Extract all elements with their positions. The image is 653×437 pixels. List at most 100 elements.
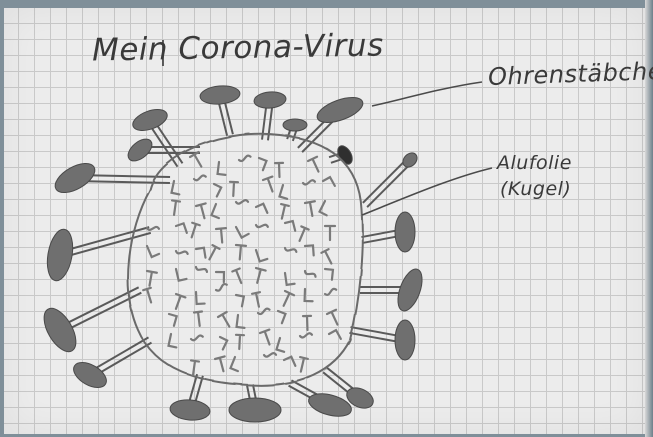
surface-squiggle	[279, 291, 294, 308]
surface-squiggle	[239, 155, 251, 162]
surface-squiggle	[256, 223, 268, 228]
surface-squiggle	[323, 177, 335, 190]
surface-squiggle	[206, 245, 220, 261]
surface-squiggle	[169, 334, 179, 347]
surface-squiggle	[252, 292, 263, 307]
spike-head	[395, 212, 415, 252]
surface-squiggle	[324, 269, 333, 280]
surface-squiggle	[216, 337, 228, 349]
label-alufolie: Alufolie	[497, 152, 572, 174]
surface-squiggle	[236, 223, 249, 237]
surface-squiggle	[305, 245, 314, 256]
surface-squiggle	[176, 267, 186, 280]
surface-squiggle	[324, 288, 336, 296]
surface-squiggle	[297, 357, 308, 372]
spike-head	[253, 91, 286, 110]
spike-stem	[88, 337, 148, 372]
surface-squiggle	[195, 265, 207, 273]
spike-head	[395, 320, 415, 360]
surface-squiggle	[296, 226, 309, 242]
surface-squiggles	[143, 152, 342, 375]
surface-squiggle	[234, 295, 244, 306]
surface-squiggle	[276, 338, 287, 352]
surface-squiggle	[172, 181, 182, 194]
surface-squiggle	[235, 245, 246, 260]
surface-squiggle	[215, 356, 228, 372]
surface-squiggle	[274, 311, 285, 323]
virus-body	[128, 134, 363, 386]
pointer-line-ohrenstaebchen	[372, 82, 482, 106]
surface-squiggle	[194, 175, 206, 181]
surface-squiggle	[212, 204, 224, 218]
surface-squiggle	[188, 223, 200, 239]
surface-squiggle	[232, 269, 245, 285]
surface-squiggle	[216, 228, 227, 243]
surface-squiggle	[166, 314, 176, 326]
spike-head	[44, 227, 77, 282]
surface-squiggle	[285, 221, 295, 233]
surface-squiggle	[176, 249, 188, 255]
surface-squiggle	[190, 152, 206, 169]
surface-squiggle	[303, 180, 315, 185]
spike-head	[169, 398, 211, 421]
surface-squiggle	[235, 335, 244, 349]
surface-squiggle	[258, 308, 270, 315]
spike-head	[229, 398, 281, 422]
surface-squiggle	[320, 201, 333, 215]
surface-squiggle	[305, 289, 313, 301]
surface-squiggle	[275, 163, 283, 177]
surface-squiggle	[196, 203, 209, 219]
label-kugel: (Kugel)	[500, 178, 571, 200]
surface-squiggle	[170, 200, 180, 215]
spike-stem	[367, 162, 412, 207]
surface-squiggle	[304, 269, 316, 278]
surface-squiggle	[284, 246, 296, 253]
surface-squiggle	[321, 249, 334, 265]
spike-head	[393, 266, 427, 314]
spike-heads	[38, 84, 427, 422]
spike-head	[130, 105, 170, 134]
surface-squiggle	[278, 204, 289, 219]
surface-squiggle	[252, 268, 265, 284]
surface-squiggle	[196, 292, 205, 304]
surface-squiggle	[171, 294, 185, 311]
surface-squiggle	[256, 248, 267, 262]
surface-squiggle	[285, 272, 295, 285]
surface-squiggle	[305, 201, 317, 217]
surface-squiggle	[236, 200, 248, 204]
surface-squiggle	[210, 184, 222, 196]
label-ohrenstaebchen: Ohrenstäbche	[488, 57, 653, 91]
surface-squiggle	[260, 330, 274, 347]
drawing-title: Mein Corona-Virus	[92, 27, 384, 68]
spike-stem	[61, 233, 151, 258]
surface-squiggle	[325, 226, 335, 240]
surface-squiggle	[284, 357, 295, 369]
surface-squiggle	[300, 333, 312, 338]
spike-stem	[59, 287, 139, 327]
spike-head	[50, 157, 99, 198]
surface-squiggle	[218, 312, 234, 329]
surface-squiggle	[308, 157, 323, 174]
surface-squiggle	[216, 272, 224, 282]
surface-squiggle	[256, 204, 267, 216]
surface-squiggle	[191, 335, 203, 341]
spike-head	[314, 92, 366, 127]
surface-squiggle	[327, 310, 342, 327]
surface-squiggle	[229, 182, 238, 196]
spike-head	[38, 303, 83, 357]
spike-head	[199, 84, 240, 105]
surface-squiggle	[255, 158, 266, 170]
surface-squiggle	[218, 162, 227, 175]
surface-squiggle	[264, 353, 276, 357]
surface-squiggle	[176, 223, 187, 235]
surface-squiggle	[194, 312, 204, 327]
surface-squiggle	[263, 177, 277, 194]
surface-squiggle	[237, 315, 246, 328]
surface-squiggle	[329, 330, 341, 343]
surface-squiggle	[196, 248, 205, 259]
surface-squiggle	[147, 243, 159, 257]
spikes	[59, 94, 412, 411]
surface-squiggle	[231, 357, 243, 371]
spike-stem	[363, 158, 408, 203]
